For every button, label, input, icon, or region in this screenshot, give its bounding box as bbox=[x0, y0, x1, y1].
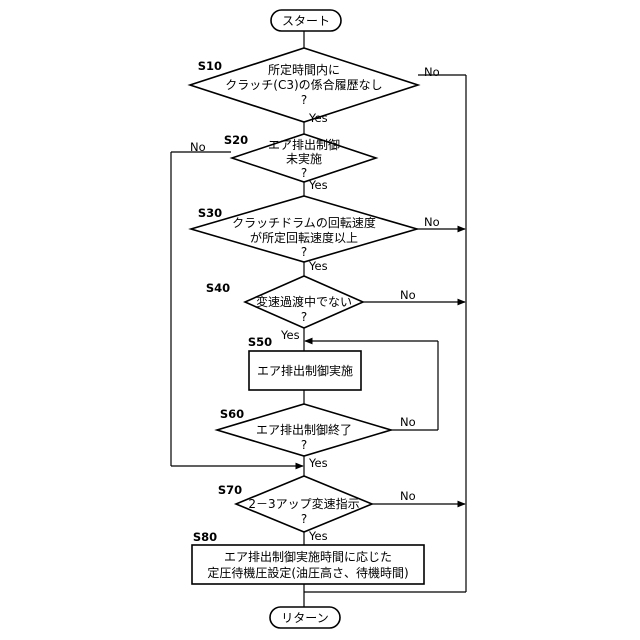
yes-label-s30: Yes bbox=[308, 259, 328, 273]
step-label-s70: S70 bbox=[218, 483, 242, 497]
s10-line-3: ? bbox=[301, 93, 307, 107]
yes-label-s20: Yes bbox=[308, 178, 328, 192]
no-label-s60: No bbox=[400, 415, 416, 429]
step-label-s60: S60 bbox=[220, 407, 244, 421]
s20-line-1: エア排出制御 bbox=[268, 137, 340, 152]
no-label-s10: No bbox=[424, 65, 440, 79]
no-label-s40: No bbox=[400, 288, 416, 302]
decision-s20: S20 エア排出制御 未実施 ? bbox=[224, 133, 376, 182]
decision-s40: S40 変速過渡中でない ? bbox=[206, 276, 363, 328]
step-label-s80: S80 bbox=[193, 530, 217, 544]
s10-line-1: 所定時間内に bbox=[268, 62, 340, 77]
s40-line-1: 変速過渡中でない bbox=[256, 294, 352, 309]
yes-label-s70: Yes bbox=[308, 529, 328, 543]
end-label: リターン bbox=[281, 611, 328, 625]
no-label-s30: No bbox=[424, 215, 440, 229]
s70-line-2: ? bbox=[301, 512, 307, 526]
start-terminal: スタート bbox=[271, 10, 341, 31]
yes-label-s10: Yes bbox=[308, 111, 328, 125]
step-label-s20: S20 bbox=[224, 133, 248, 147]
process-s80: S80 エア排出制御実施時間に応じた 定圧待機圧設定(油圧高さ、待機時間) bbox=[192, 530, 424, 584]
no-label-s70: No bbox=[400, 489, 416, 503]
s80-line-2: 定圧待機圧設定(油圧高さ、待機時間) bbox=[207, 565, 408, 580]
decision-s70: S70 2－3アップ変速指示 ? bbox=[218, 476, 372, 532]
yes-label-s40: Yes bbox=[280, 328, 300, 342]
step-label-s40: S40 bbox=[206, 281, 230, 295]
end-terminal: リターン bbox=[270, 607, 340, 628]
decision-s10: S10 所定時間内に クラッチ(C3)の係合履歴なし ? bbox=[190, 48, 418, 122]
decision-s30: S30 クラッチドラムの回転速度 が所定回転速度以上 ? bbox=[191, 196, 417, 262]
s60-line-2: ? bbox=[301, 438, 307, 452]
s30-line-3: ? bbox=[301, 245, 307, 259]
s50-line-1: エア排出制御実施 bbox=[257, 363, 353, 378]
yes-label-s60: Yes bbox=[308, 456, 328, 470]
step-label-s50: S50 bbox=[248, 335, 272, 349]
decision-s60: S60 エア排出制御終了 ? bbox=[217, 404, 391, 456]
s10-line-2: クラッチ(C3)の係合履歴なし bbox=[225, 77, 382, 92]
no-label-s20: No bbox=[190, 140, 206, 154]
s80-line-1: エア排出制御実施時間に応じた bbox=[224, 549, 392, 564]
s70-line-1: 2－3アップ変速指示 bbox=[248, 496, 359, 511]
start-label: スタート bbox=[282, 14, 330, 28]
s30-line-1: クラッチドラムの回転速度 bbox=[232, 215, 376, 230]
s30-line-2: が所定回転速度以上 bbox=[250, 230, 358, 245]
step-label-s10: S10 bbox=[198, 59, 222, 73]
s60-line-1: エア排出制御終了 bbox=[256, 422, 352, 437]
s20-line-3: ? bbox=[301, 166, 307, 180]
s20-line-2: 未実施 bbox=[286, 151, 322, 166]
step-label-s30: S30 bbox=[198, 206, 222, 220]
s40-line-2: ? bbox=[301, 310, 307, 324]
